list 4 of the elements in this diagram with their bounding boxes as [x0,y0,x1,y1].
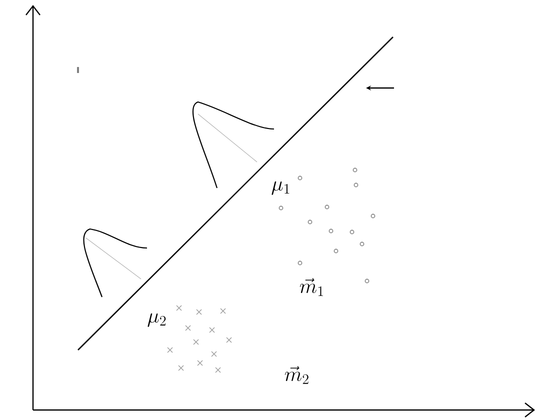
math-label: $\mu_2$ [148,313,166,327]
math-label: $\vec{m}_2$ [284,366,308,384]
math-label: $\mu_1$ [272,181,290,195]
math-label: $\vec{m}_1$ [300,278,323,296]
